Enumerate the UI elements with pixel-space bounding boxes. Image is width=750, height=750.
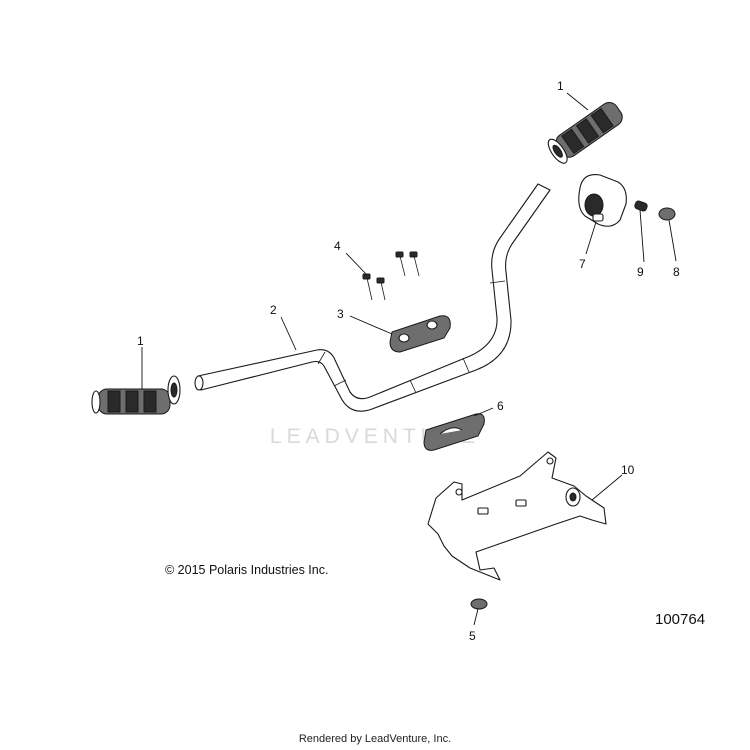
end-cap-8[interactable] [658, 207, 676, 221]
leader-3 [349, 315, 393, 335]
leader-8 [668, 219, 677, 262]
leader-7 [585, 221, 597, 255]
leader-4 [345, 252, 367, 275]
callout-1-right: 1 [557, 79, 564, 93]
leader-5 [473, 608, 479, 626]
screw-9[interactable] [634, 200, 648, 212]
left-grip[interactable] [91, 375, 181, 415]
footer-credit: Rendered by LeadVenture, Inc. [298, 733, 452, 745]
callout-10: 10 [621, 463, 635, 477]
callout-9: 9 [637, 265, 644, 279]
mount-bracket[interactable] [427, 451, 607, 581]
leader-2 [280, 316, 297, 351]
right-grip[interactable] [545, 97, 627, 166]
callout-1-left: 1 [137, 334, 144, 348]
callout-3: 3 [337, 307, 344, 321]
callout-6: 6 [497, 399, 504, 413]
upper-clamp[interactable] [389, 315, 451, 353]
callout-7: 7 [579, 257, 586, 271]
callout-5: 5 [469, 629, 476, 643]
lower-clamp[interactable] [423, 413, 485, 451]
leader-9 [639, 209, 645, 263]
handlebar[interactable] [194, 183, 551, 412]
nut-5[interactable] [470, 598, 488, 610]
leader-10 [591, 474, 623, 501]
leader-1-right [566, 92, 589, 111]
copyright-notice: © 2015 Polaris Industries Inc. [165, 563, 329, 577]
switch-housing[interactable] [578, 173, 627, 227]
callout-8: 8 [673, 265, 680, 279]
callout-2: 2 [270, 303, 277, 317]
clamp-bolts[interactable] [362, 251, 420, 301]
leader-6 [473, 407, 494, 417]
drawing-number: 100764 [655, 611, 706, 628]
callout-4: 4 [334, 239, 341, 253]
